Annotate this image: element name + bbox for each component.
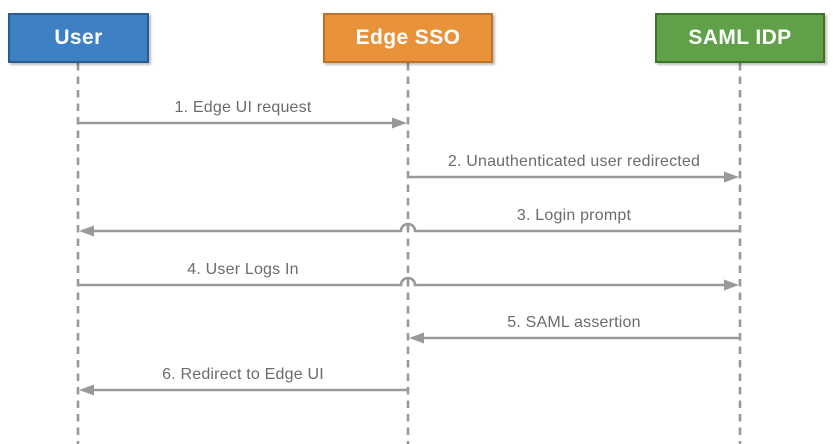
actor-box-user: User: [8, 13, 149, 63]
message-arrow-3: [91, 222, 740, 233]
message-arrowhead-6: [79, 384, 94, 396]
actor-box-saml-idp: SAML IDP: [655, 13, 825, 63]
message-label-3: 3. Login prompt: [516, 207, 632, 224]
message-arrowhead-3: [79, 225, 94, 237]
actor-box-edge-sso: Edge SSO: [323, 13, 493, 63]
message-arrowhead-4: [724, 279, 739, 291]
message-label-6: 6. Redirect to Edge UI: [162, 366, 324, 383]
message-arrowhead-2: [724, 171, 739, 183]
message-arrowhead-1: [392, 117, 407, 129]
actor-label-saml-idp: SAML IDP: [688, 26, 792, 49]
message-label-2: 2. Unauthenticated user redirected: [447, 153, 701, 170]
message-label-5: 5. SAML assertion: [507, 314, 641, 331]
message-arrow-4: [78, 276, 727, 287]
message-label-1: 1. Edge UI request: [174, 99, 312, 116]
actor-label-user: User: [54, 26, 103, 49]
message-arrowhead-5: [409, 332, 424, 344]
actor-label-edge-sso: Edge SSO: [355, 26, 461, 49]
message-label-4: 4. User Logs In: [187, 261, 299, 278]
